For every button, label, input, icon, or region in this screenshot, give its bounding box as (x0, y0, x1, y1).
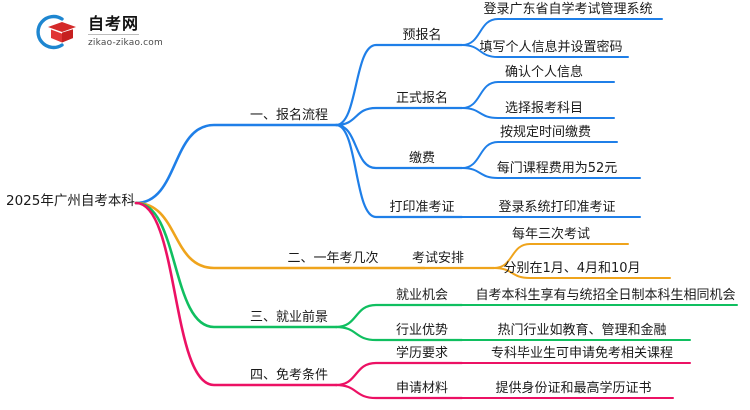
site-logo: 自考网 zikao-zikao.com (28, 12, 168, 54)
leaf-node-1-1-1[interactable]: 登录广东省自学考试管理系统 (483, 2, 653, 17)
leaf-node-1-3-1[interactable]: 按规定时间缴费 (499, 125, 592, 140)
mindmap-edge (134, 123, 338, 205)
leaf-node-3-1-1[interactable]: 自考本科生享有与统招全日制本科生相同机会 (475, 288, 736, 303)
leaf-node-1-2-1[interactable]: 确认个人信息 (504, 65, 584, 80)
root-node[interactable]: 2025年广州自考本科 (6, 193, 135, 209)
leaf-node-1-4-1[interactable]: 登录系统打印准考证 (498, 200, 616, 215)
sub-node-1-3[interactable]: 缴费 (408, 151, 436, 166)
logo-text: 自考网 zikao-zikao.com (88, 14, 168, 49)
mindmap-edge (134, 201, 426, 270)
branch-node-2[interactable]: 二、一年考几次 (287, 251, 379, 266)
sub-node-1-4[interactable]: 打印准考证 (389, 200, 455, 215)
sub-node-4-2[interactable]: 申请材料 (395, 381, 449, 396)
logo-subtitle: zikao-zikao.com (88, 38, 163, 48)
mindmap-edge (334, 106, 464, 127)
sub-node-3-1[interactable]: 就业机会 (395, 288, 449, 303)
sub-node-1-1[interactable]: 预报名 (402, 28, 442, 43)
leaf-node-4-2-1[interactable]: 提供身份证和最高学历证书 (495, 381, 652, 396)
leaf-node-1-2-2[interactable]: 选择报考科目 (504, 101, 584, 116)
branch-node-3[interactable]: 三、就业前景 (249, 310, 329, 325)
leaf-node-2-1-1[interactable]: 每年三次考试 (511, 227, 591, 242)
leaf-node-1-3-2[interactable]: 每门课程费用为52元 (496, 161, 618, 176)
leaf-node-4-1-1[interactable]: 专科毕业生可申请免考相关课程 (490, 346, 674, 361)
logo-title: 自考网 (88, 14, 140, 35)
sub-node-1-2[interactable]: 正式报名 (395, 91, 449, 106)
branch-node-4[interactable]: 四、免考条件 (249, 368, 329, 383)
mindmap-edge (134, 201, 338, 387)
leaf-node-2-1-2[interactable]: 分别在1月、4月和10月 (503, 261, 641, 276)
mindmap-edge (334, 43, 464, 127)
mindmap-edge (334, 123, 464, 170)
leaf-node-1-1-2[interactable]: 填写个人信息并设置密码 (479, 40, 623, 55)
logo-mark-icon (36, 14, 76, 50)
leaf-node-3-2-1[interactable]: 热门行业如教育、管理和金融 (497, 323, 667, 338)
sub-node-4-1[interactable]: 学历要求 (395, 346, 449, 361)
sub-node-3-2[interactable]: 行业优势 (395, 323, 449, 338)
branch-node-1[interactable]: 一、报名流程 (249, 108, 329, 123)
sub-node-2-1[interactable]: 考试安排 (411, 251, 465, 266)
